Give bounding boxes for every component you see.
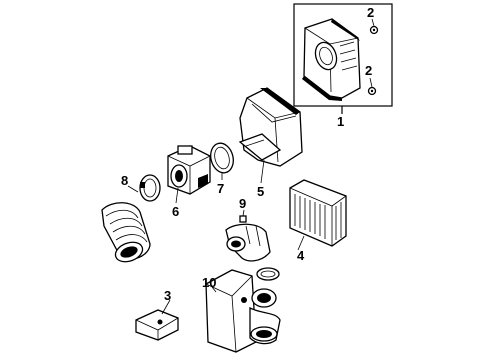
clip-lower — [367, 86, 377, 96]
callout-2-lower: 2 — [365, 63, 372, 78]
mounting-bracket — [135, 309, 179, 341]
intake-hose — [101, 202, 151, 263]
callout-8: 8 — [121, 173, 128, 188]
air-cleaner-lower-case — [238, 87, 303, 167]
clip-upper — [369, 25, 379, 35]
resonator-duct — [205, 267, 281, 353]
air-flow-meter — [167, 145, 211, 195]
part-1-inset-box — [293, 3, 393, 114]
callout-9: 9 — [239, 196, 246, 211]
callout-2-upper: 2 — [367, 5, 374, 20]
callout-3: 3 — [164, 288, 171, 303]
callout-4: 4 — [297, 248, 305, 263]
gasket — [210, 142, 234, 174]
callout-6: 6 — [172, 204, 179, 219]
callout-5: 5 — [257, 184, 264, 199]
air-filter-element — [289, 179, 347, 247]
callout-7: 7 — [217, 181, 224, 196]
hose-clamp — [139, 174, 161, 202]
leader-lines — [127, 18, 375, 315]
callout-10: 10 — [202, 275, 216, 290]
air-cleaner-upper-cover — [302, 18, 361, 101]
resonator-elbow — [225, 215, 271, 262]
callout-1: 1 — [337, 114, 344, 129]
